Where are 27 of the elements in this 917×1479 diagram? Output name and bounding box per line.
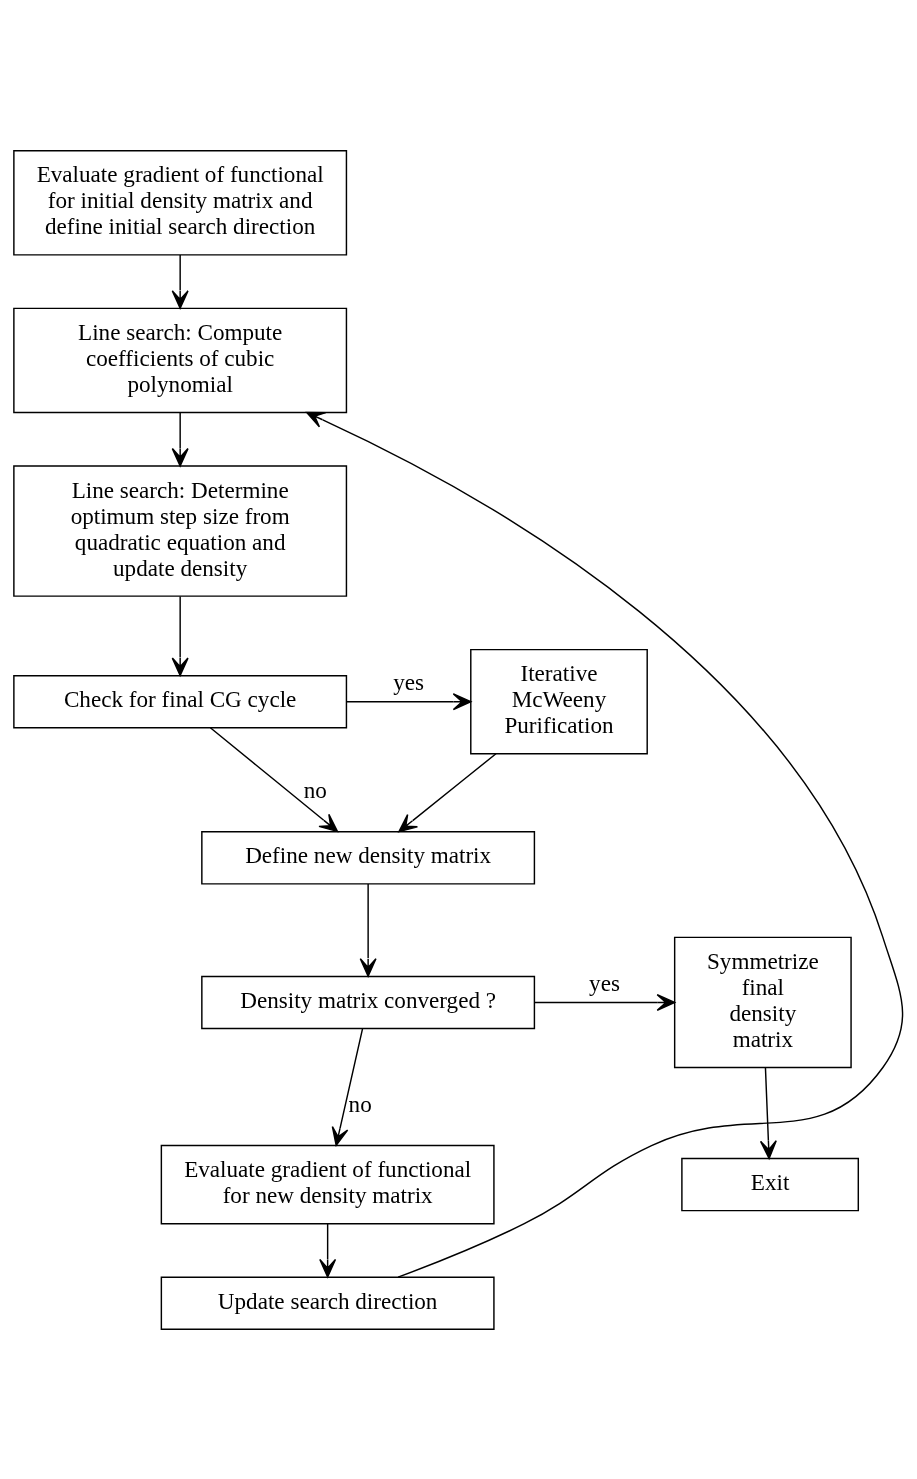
arrow <box>398 752 497 832</box>
node-box: Symmetrize final density matrix <box>673 936 852 1068</box>
arrow <box>331 1027 364 1146</box>
arrow <box>306 411 904 1278</box>
arrow <box>209 726 339 832</box>
node-box: Evaluate gradient of functional for initial density matrix and define initial search direction <box>13 149 348 256</box>
arrow <box>346 692 472 710</box>
arrow <box>534 993 676 1011</box>
edge-label: yes <box>393 668 425 695</box>
arrow <box>359 882 377 977</box>
arrow <box>171 253 189 309</box>
node-box: Line search: Compute coefficients of cubic polynomial <box>13 307 348 413</box>
arrow <box>759 1066 777 1159</box>
arrow <box>171 411 189 467</box>
node-box: Check for final CG cycle <box>13 674 348 728</box>
node-box: Density matrix converged ? <box>201 975 536 1029</box>
arrow <box>171 595 189 676</box>
arrow <box>319 1222 337 1278</box>
node-box: Evaluate gradient of functional for new density matrix <box>160 1144 495 1224</box>
node-box: Exit <box>681 1157 860 1211</box>
node-box: Iterative McWeeny Purification <box>470 648 648 754</box>
edge-label: no <box>348 1090 372 1117</box>
edge-label: no <box>303 776 327 803</box>
edge-label: yes <box>589 969 620 996</box>
node-box: Update search direction <box>160 1275 495 1330</box>
node-box: Line search: Determine optimum step size from quadratic equation and update density <box>13 464 348 597</box>
node-box: Define new density matrix <box>201 830 536 885</box>
